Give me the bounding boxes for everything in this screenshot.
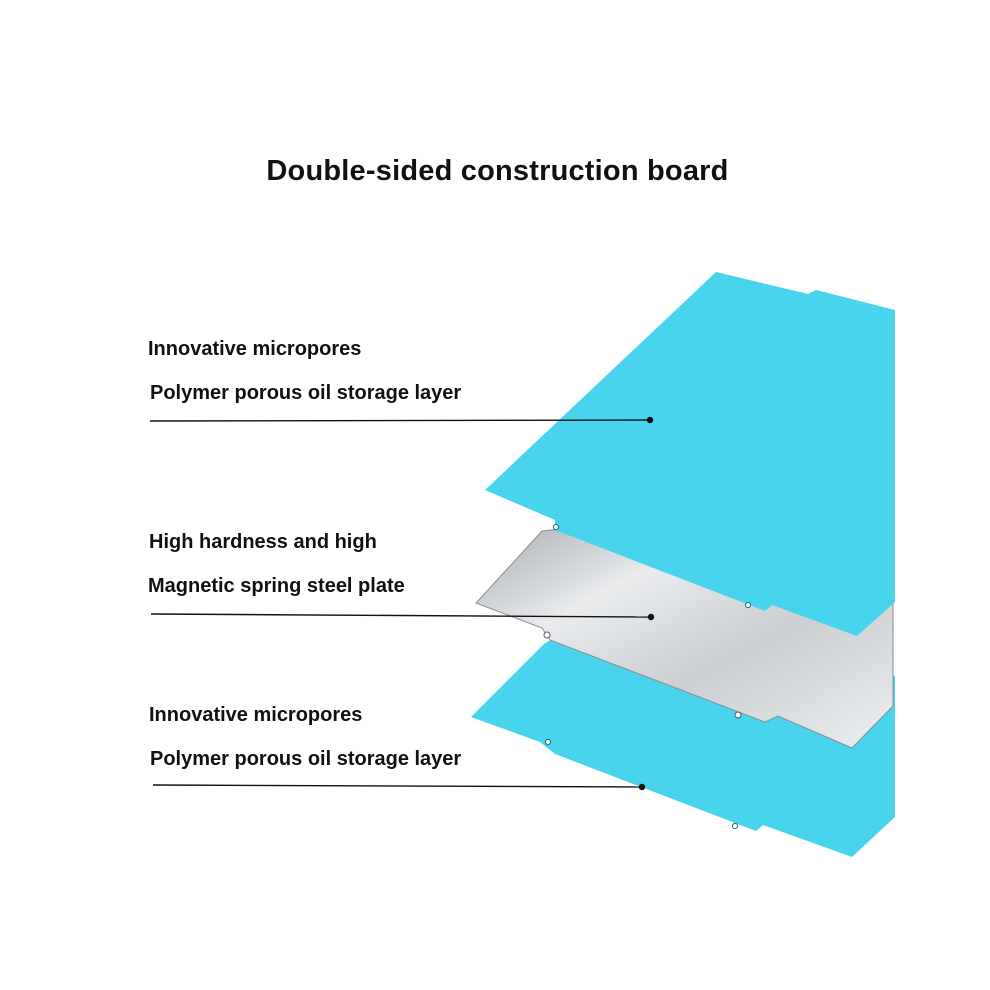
leader-dot [647,613,655,621]
bottom-mount-hole [544,738,552,746]
top-layer-name-label: Polymer porous oil storage layer [150,382,462,404]
middle-layer-name-label: Magnetic spring steel plate [148,575,405,597]
steel-mount-hole [734,711,742,719]
bottom-mount-hole [731,822,739,830]
bottom-layer-name-label: Polymer porous oil storage layer [150,748,462,770]
leader-dot [638,783,646,791]
diagram-title: Double-sided construction board [266,155,729,187]
top-layer-feature-label: Innovative micropores [148,338,362,360]
leader-dot [646,416,654,424]
top-mount-hole [744,601,752,609]
middle-layer-feature-label: High hardness and high [149,531,377,553]
top-polymer-layer [485,272,895,636]
leader-line-bottom [152,783,646,791]
bottom-layer-feature-label: Innovative micropores [149,704,363,726]
top-mount-hole [552,523,560,531]
leader-line-top [149,416,654,424]
top-polymer-sheet [485,272,895,636]
leader-line-middle [150,613,655,621]
steel-mount-hole [543,631,551,639]
